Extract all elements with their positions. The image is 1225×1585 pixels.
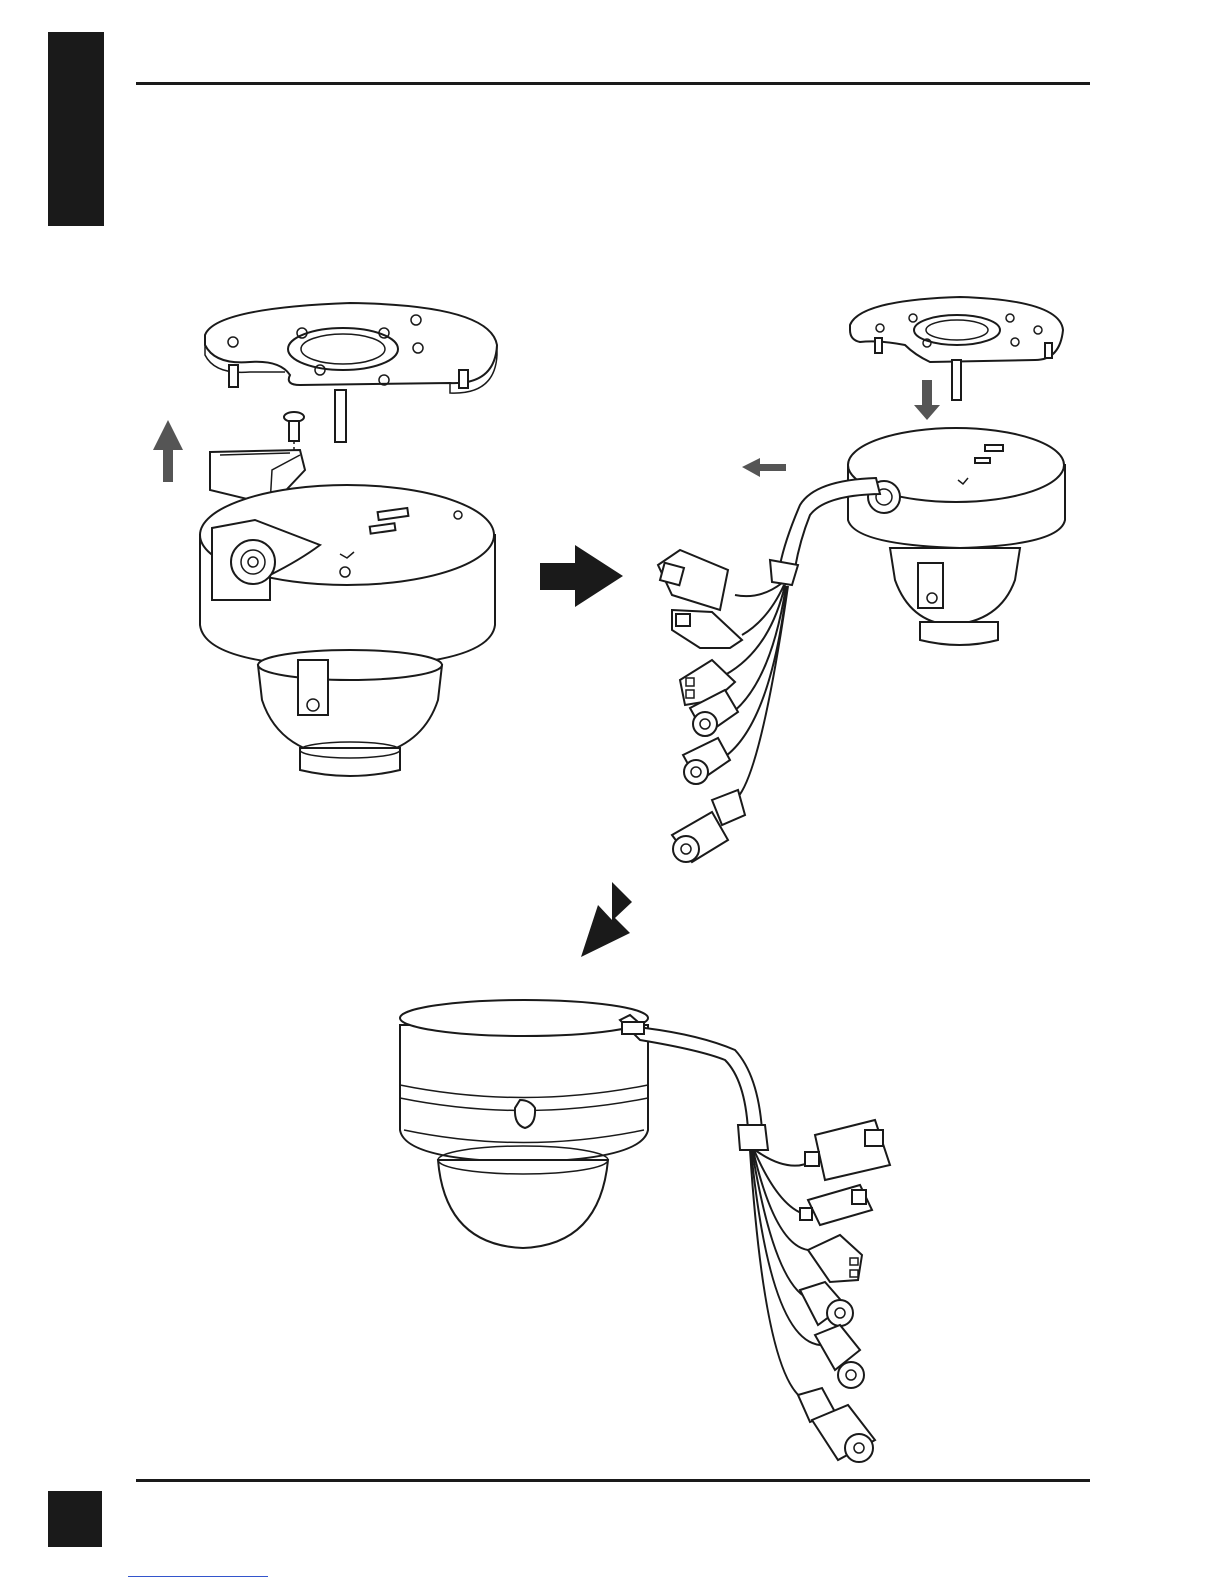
cable-pull-arrow-icon <box>742 458 786 477</box>
mount-plate-icon <box>850 297 1063 400</box>
power-jack-icon <box>815 1325 864 1388</box>
attach-down-arrow-icon <box>914 380 940 420</box>
io-connector-icon <box>808 1235 862 1282</box>
camera-dome-icon <box>438 1146 608 1248</box>
lift-up-arrow-icon <box>153 420 183 482</box>
camera-housing-icon <box>400 1000 648 1162</box>
final-step-arrow-icon <box>581 882 632 957</box>
rj45-connector-icon <box>658 550 728 610</box>
camera-base-icon <box>200 485 495 667</box>
audio-jack-icon <box>800 1282 853 1326</box>
terminal-block-icon <box>672 610 742 648</box>
terminal-block-icon <box>800 1185 872 1225</box>
footer-link-underline <box>128 1576 268 1577</box>
step-1-disassembly <box>153 303 497 776</box>
rj45-connector-icon <box>805 1120 890 1180</box>
bnc-connector-icon <box>798 1388 875 1462</box>
bnc-connector-icon <box>672 790 745 862</box>
power-jack-icon <box>683 738 730 784</box>
camera-dome-icon <box>258 650 442 776</box>
camera-dome-icon <box>890 548 1020 645</box>
camera-base-icon <box>848 428 1065 548</box>
wire-bundle-icon <box>720 583 788 800</box>
step-2-assembly <box>658 297 1065 862</box>
next-step-arrow-icon <box>540 545 623 607</box>
page-number-tab <box>48 1491 102 1547</box>
wire-bundle-icon <box>750 1150 820 1400</box>
footer-rule <box>136 1479 1090 1482</box>
mount-plate-icon <box>205 303 497 442</box>
step-3-assembled <box>400 1000 890 1462</box>
